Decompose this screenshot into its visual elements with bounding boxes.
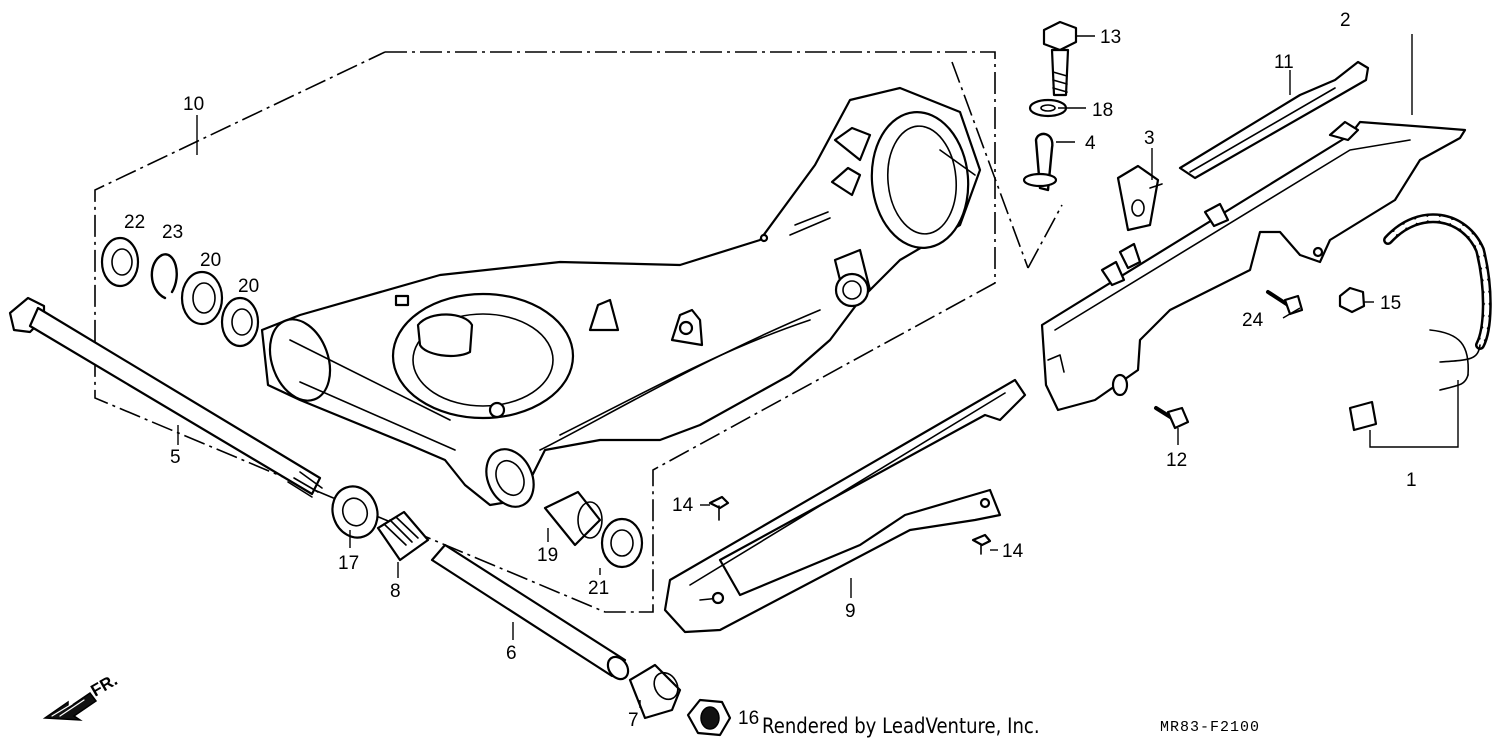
ball-bearing-22 xyxy=(100,236,140,288)
callout-13: 13 xyxy=(1100,27,1121,48)
callout-8: 8 xyxy=(390,581,401,602)
screw-14a xyxy=(708,495,730,521)
pivot-bolt xyxy=(8,296,323,498)
diagram-code: MR83-F2100 xyxy=(1160,719,1261,736)
callout-22: 22 xyxy=(124,212,145,233)
dust-seal-21 xyxy=(600,517,644,569)
bracket-3 xyxy=(1116,164,1163,232)
callout-9: 9 xyxy=(845,601,856,622)
render-credit: Rendered by LeadVenture, Inc. xyxy=(762,714,1040,738)
callout-4: 4 xyxy=(1085,133,1096,154)
callout-17: 17 xyxy=(338,553,359,574)
callout-16: 16 xyxy=(738,708,759,729)
callout-5: 5 xyxy=(170,447,181,468)
needle-bearing-20a xyxy=(180,270,224,326)
callout-15: 15 xyxy=(1380,293,1401,314)
swingarm-assembly-outline xyxy=(94,51,1063,613)
callout-10: 10 xyxy=(183,94,204,115)
callout-20a: 20 xyxy=(200,250,221,271)
callout-6: 6 xyxy=(506,643,517,664)
pivot-collar xyxy=(628,663,682,720)
adjusting-nut xyxy=(331,485,379,539)
callout-19: 19 xyxy=(537,545,558,566)
screw-14b xyxy=(971,533,992,555)
callout-12: 12 xyxy=(1166,450,1187,471)
callout-11: 11 xyxy=(1274,52,1294,73)
callout-7: 7 xyxy=(628,710,639,731)
callout-2: 2 xyxy=(1340,10,1351,31)
bolt-24 xyxy=(1266,290,1304,316)
clip-4 xyxy=(1022,132,1058,192)
callout-14a: 14 xyxy=(672,495,694,516)
chain-slider xyxy=(663,378,1027,634)
needle-bearing-19 xyxy=(543,490,603,547)
front-direction-arrow: FR. xyxy=(42,670,121,721)
needle-bearing-20b xyxy=(220,296,260,348)
callout-20b: 20 xyxy=(238,276,259,297)
bolt-12 xyxy=(1154,406,1190,430)
leader-lines xyxy=(177,34,1459,708)
callout-24: 24 xyxy=(1242,310,1264,331)
drive-chain xyxy=(1383,213,1492,391)
callout-18: 18 xyxy=(1092,100,1113,121)
callout-23: 23 xyxy=(162,222,183,243)
callout-21: 21 xyxy=(588,578,609,599)
pivot-pipe xyxy=(430,543,630,681)
master-link-label xyxy=(1348,400,1378,432)
callout-labels: 1 2 3 4 5 6 7 8 9 10 11 12 13 14 14 15 1… xyxy=(124,10,1417,731)
bolt-13 xyxy=(1042,20,1078,97)
chain-case xyxy=(1040,120,1467,412)
threaded-collar xyxy=(376,510,430,562)
pivot-nut xyxy=(686,698,732,737)
flange-nut-15 xyxy=(1338,286,1366,314)
callout-1: 1 xyxy=(1406,470,1417,491)
snap-ring xyxy=(150,253,178,300)
callout-3: 3 xyxy=(1144,128,1155,149)
chain-protector xyxy=(1178,60,1370,180)
callout-14b: 14 xyxy=(1002,541,1024,562)
swingarm xyxy=(260,86,982,508)
